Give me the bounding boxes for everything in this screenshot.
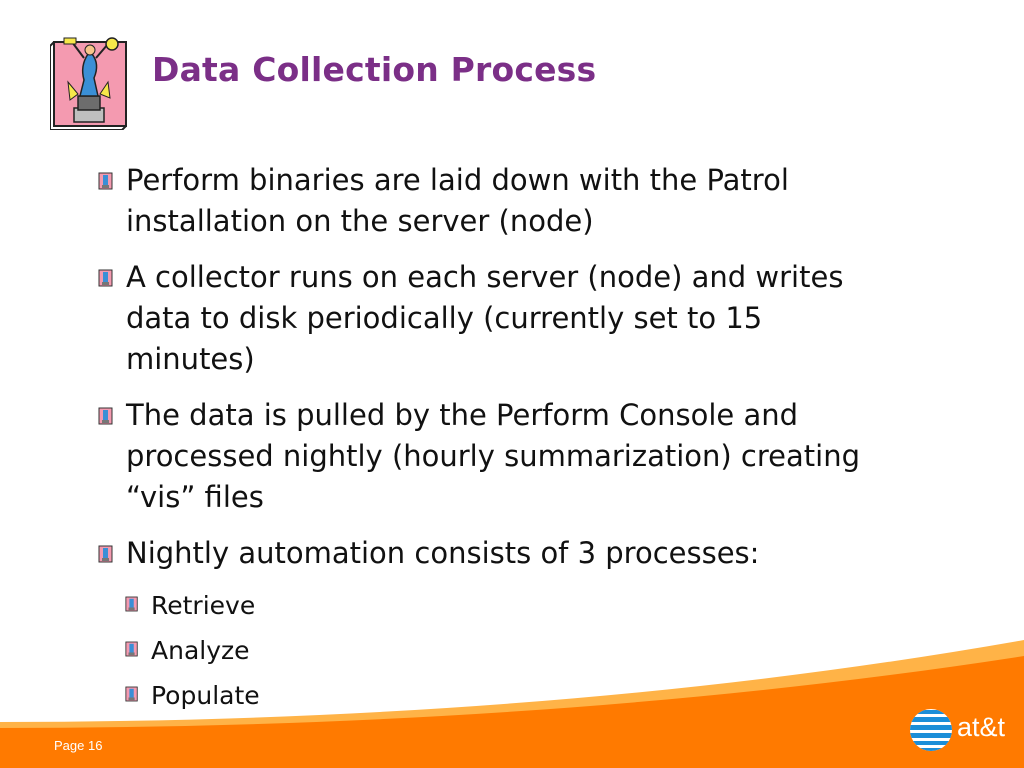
sub-bullet-text: Analyze: [151, 636, 250, 665]
att-globe-logo-icon: [910, 709, 952, 751]
bullet-item: Nightly automation consists of 3 process…: [98, 533, 898, 574]
clipart-bullet-icon: [125, 686, 138, 702]
sub-bullet-list: Retrieve Analyze Populate: [98, 583, 898, 718]
clipart-bullet-icon: [98, 172, 113, 190]
bullet-text: A collector runs on each server (node) a…: [126, 260, 844, 376]
sub-bullet-item: Retrieve: [125, 583, 898, 628]
clipart-bullet-icon: [125, 641, 138, 657]
slide-title: Data Collection Process: [152, 50, 597, 89]
bullet-text: The data is pulled by the Perform Consol…: [126, 398, 860, 514]
clipart-bullet-icon: [98, 545, 113, 563]
clipart-bullet-icon: [125, 596, 138, 612]
att-logo-text: at&t: [957, 712, 1006, 742]
sub-bullet-text: Retrieve: [151, 591, 256, 620]
sub-bullet-text: Populate: [151, 681, 260, 710]
bullet-item: Perform binaries are laid down with the …: [98, 160, 898, 242]
bullet-list: Perform binaries are laid down with the …: [98, 160, 898, 718]
trophy-key-clipart-icon: [50, 37, 127, 130]
sub-bullet-item: Analyze: [125, 628, 898, 673]
clipart-bullet-icon: [98, 269, 113, 287]
clipart-bullet-icon: [98, 407, 113, 425]
sub-bullet-item: Populate: [125, 673, 898, 718]
bullet-item: The data is pulled by the Perform Consol…: [98, 395, 898, 518]
bullet-text: Nightly automation consists of 3 process…: [126, 536, 760, 570]
bullet-item: A collector runs on each server (node) a…: [98, 257, 898, 380]
page-number: Page 16: [54, 738, 103, 753]
bullet-text: Perform binaries are laid down with the …: [126, 163, 789, 238]
